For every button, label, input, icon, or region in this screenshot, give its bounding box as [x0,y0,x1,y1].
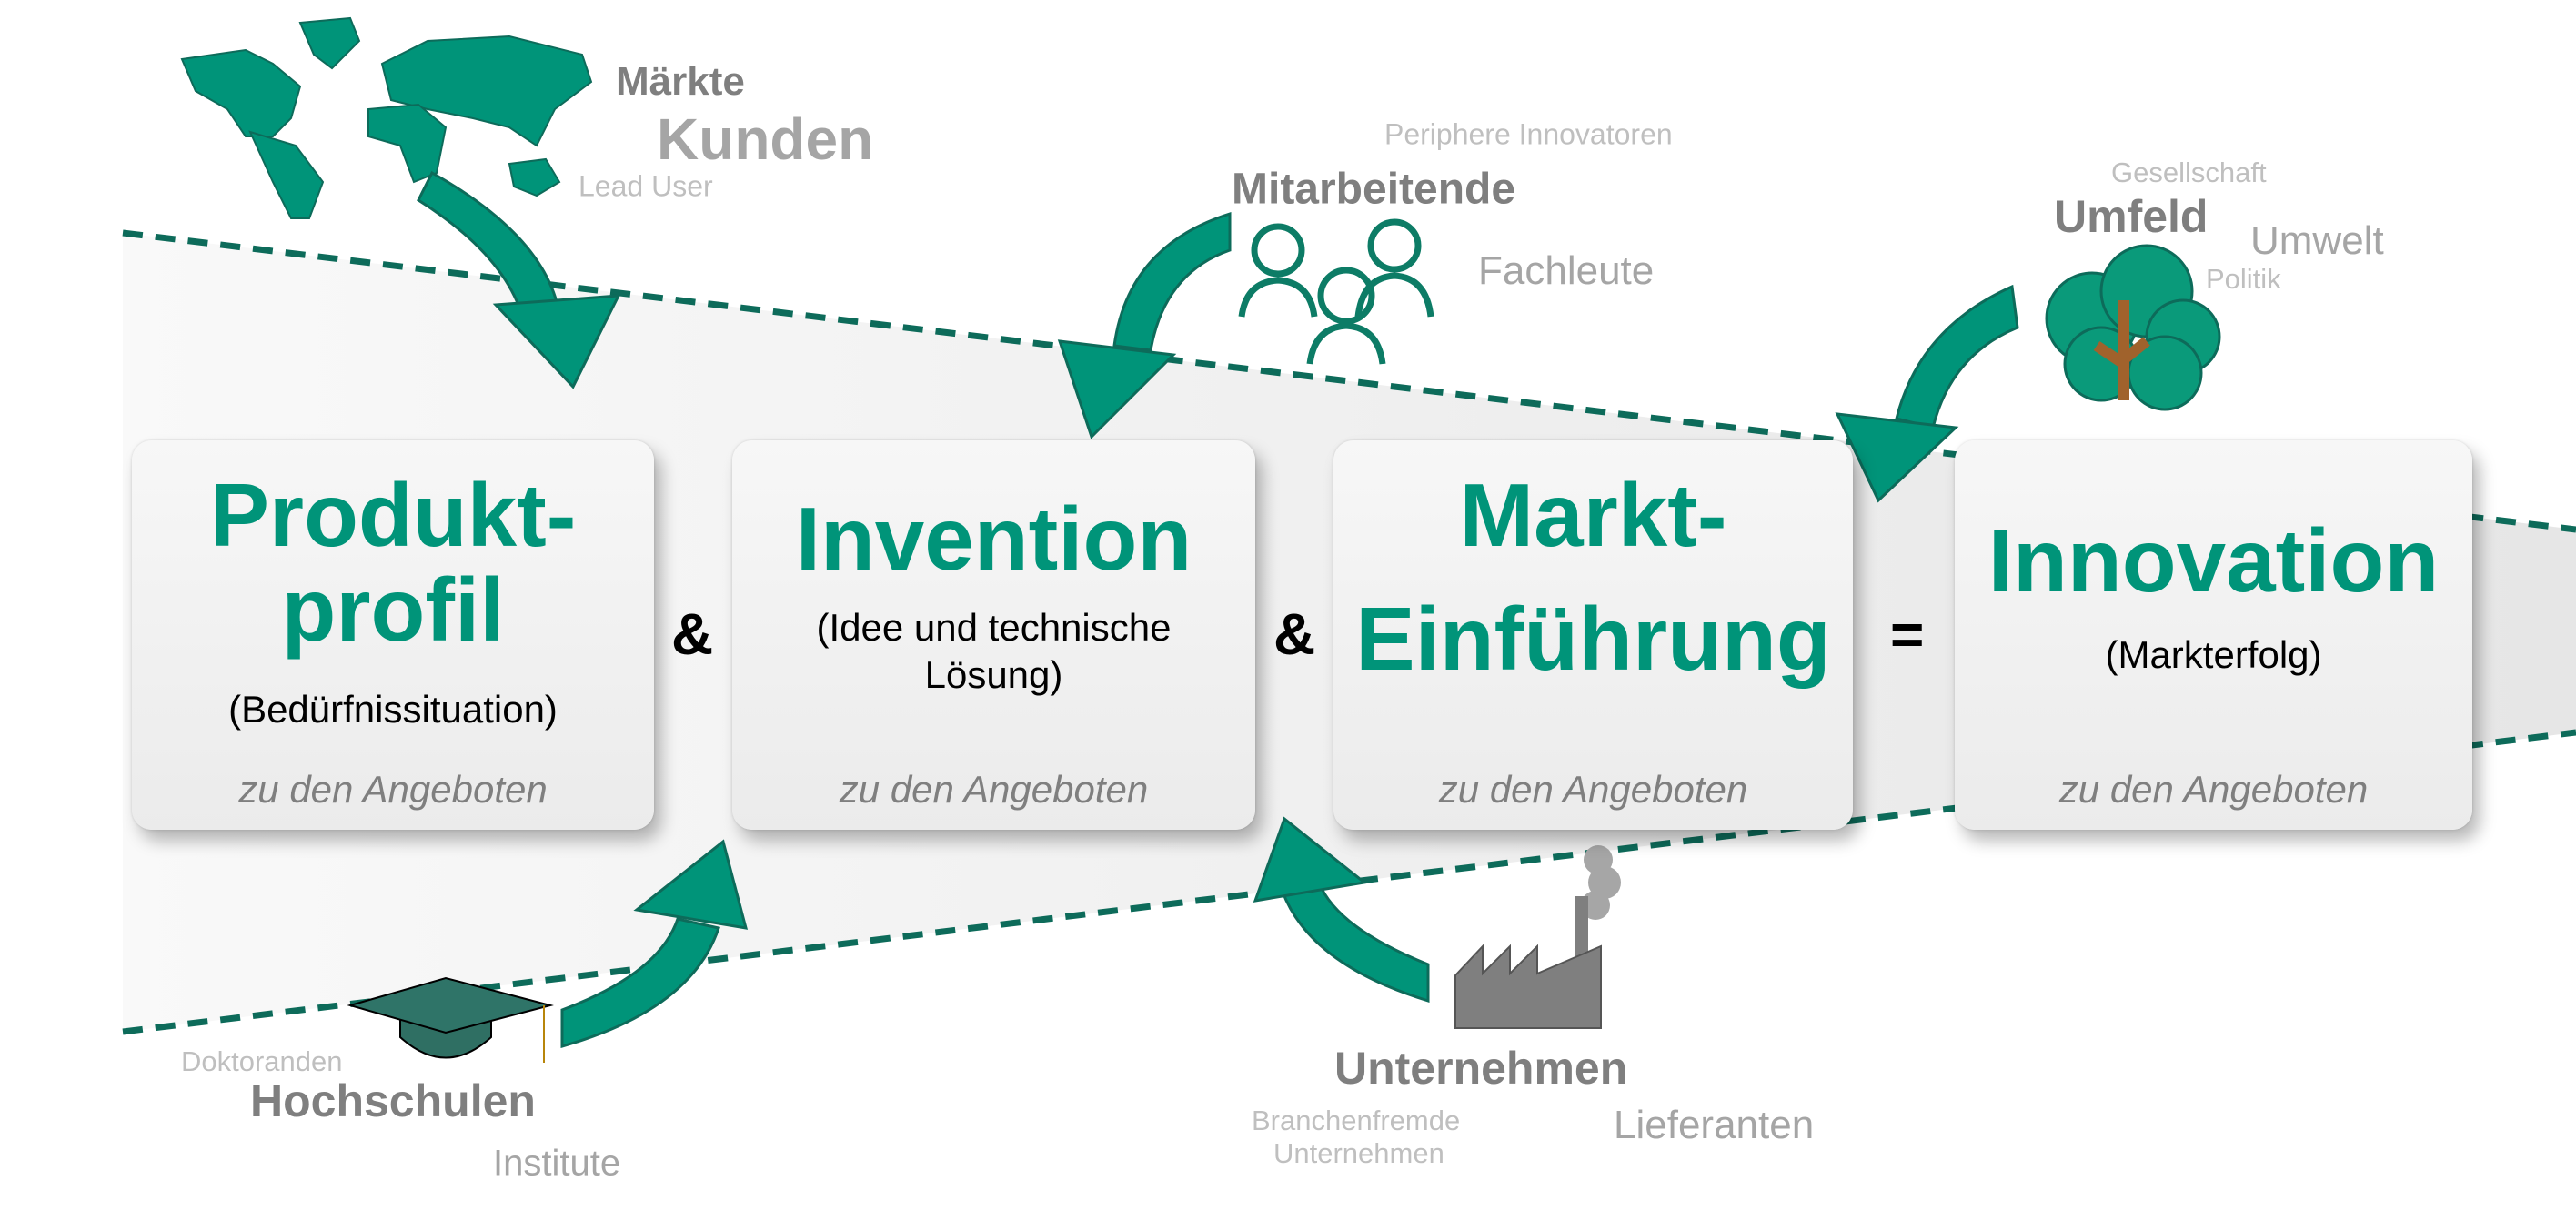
angebote-link[interactable]: zu den Angeboten [839,768,1149,811]
label-institute: Institute [493,1143,621,1184]
operator-equals: = [1890,601,1925,667]
label-kunden: Kunden [657,106,874,172]
angebote-link[interactable]: zu den Angeboten [238,768,548,811]
label-fachleute: Fachleute [1478,248,1655,293]
arrow-unternehmen [1281,881,1430,1004]
label-periphere-innovatoren: Periphere Innovatoren [1384,117,1673,151]
box-title-line: Markt- [1459,465,1727,565]
arrow-hochschulen [560,917,720,1048]
box-subtitle: (Idee und technische [816,606,1172,649]
label-umwelt: Umwelt [2250,218,2384,263]
angebote-link[interactable]: zu den Angeboten [1438,768,1748,811]
box-subtitle: (Markterfolg) [2105,633,2322,676]
label-lead-user: Lead User [579,169,713,203]
box-subtitle: Lösung) [924,653,1063,696]
world-map-icon [180,16,593,219]
arrow-mitarbeitende [1112,211,1232,352]
people-icon [1238,218,1434,365]
label-unternehmen: Unternehmen [1334,1043,1628,1094]
label-doktoranden: Doktoranden [181,1045,343,1077]
label-hochschulen: Hochschulen [250,1075,536,1126]
angebote-link[interactable]: zu den Angeboten [2058,768,2369,811]
label-gesellschaft: Gesellschaft [2111,156,2267,188]
box-innovation[interactable]: Innovation (Markterfolg) zu den Angebote… [1955,440,2472,830]
box-title-line: Einführung [1355,589,1831,689]
tree-icon [2045,244,2221,411]
box-title-line: Invention [795,489,1192,589]
box-produktprofil[interactable]: Produkt- profil (Bedürfnissituation) zu … [132,440,654,830]
box-title-line: Produkt- [209,465,577,565]
arrows [417,170,2019,1048]
label-maerkte: Märkte [616,59,745,104]
arrow-umfeld [1895,284,2019,429]
operator-and: & [671,601,714,667]
factory-icon [1454,845,1621,1029]
box-markteinfuehrung[interactable]: Markt- Einführung zu den Angeboten [1333,440,1853,830]
label-branchenfremde: Branchenfremde [1252,1105,1461,1136]
operator-and: & [1273,601,1316,667]
label-branchenfremde-unternehmen: Unternehmen [1273,1137,1444,1169]
box-subtitle: (Bedürfnissituation) [228,688,558,731]
box-invention[interactable]: Invention (Idee und technische Lösung) z… [732,440,1255,830]
label-mitarbeitende: Mitarbeitende [1232,165,1516,214]
label-politik: Politik [2206,263,2281,295]
label-umfeld: Umfeld [2054,191,2209,242]
graduation-cap-icon [347,976,554,1063]
dashed-line-bottom [122,729,2576,1035]
box-title-line: Innovation [1987,510,2440,611]
box-title-line: profil [281,560,505,660]
label-lieferanten: Lieferanten [1614,1103,1815,1147]
